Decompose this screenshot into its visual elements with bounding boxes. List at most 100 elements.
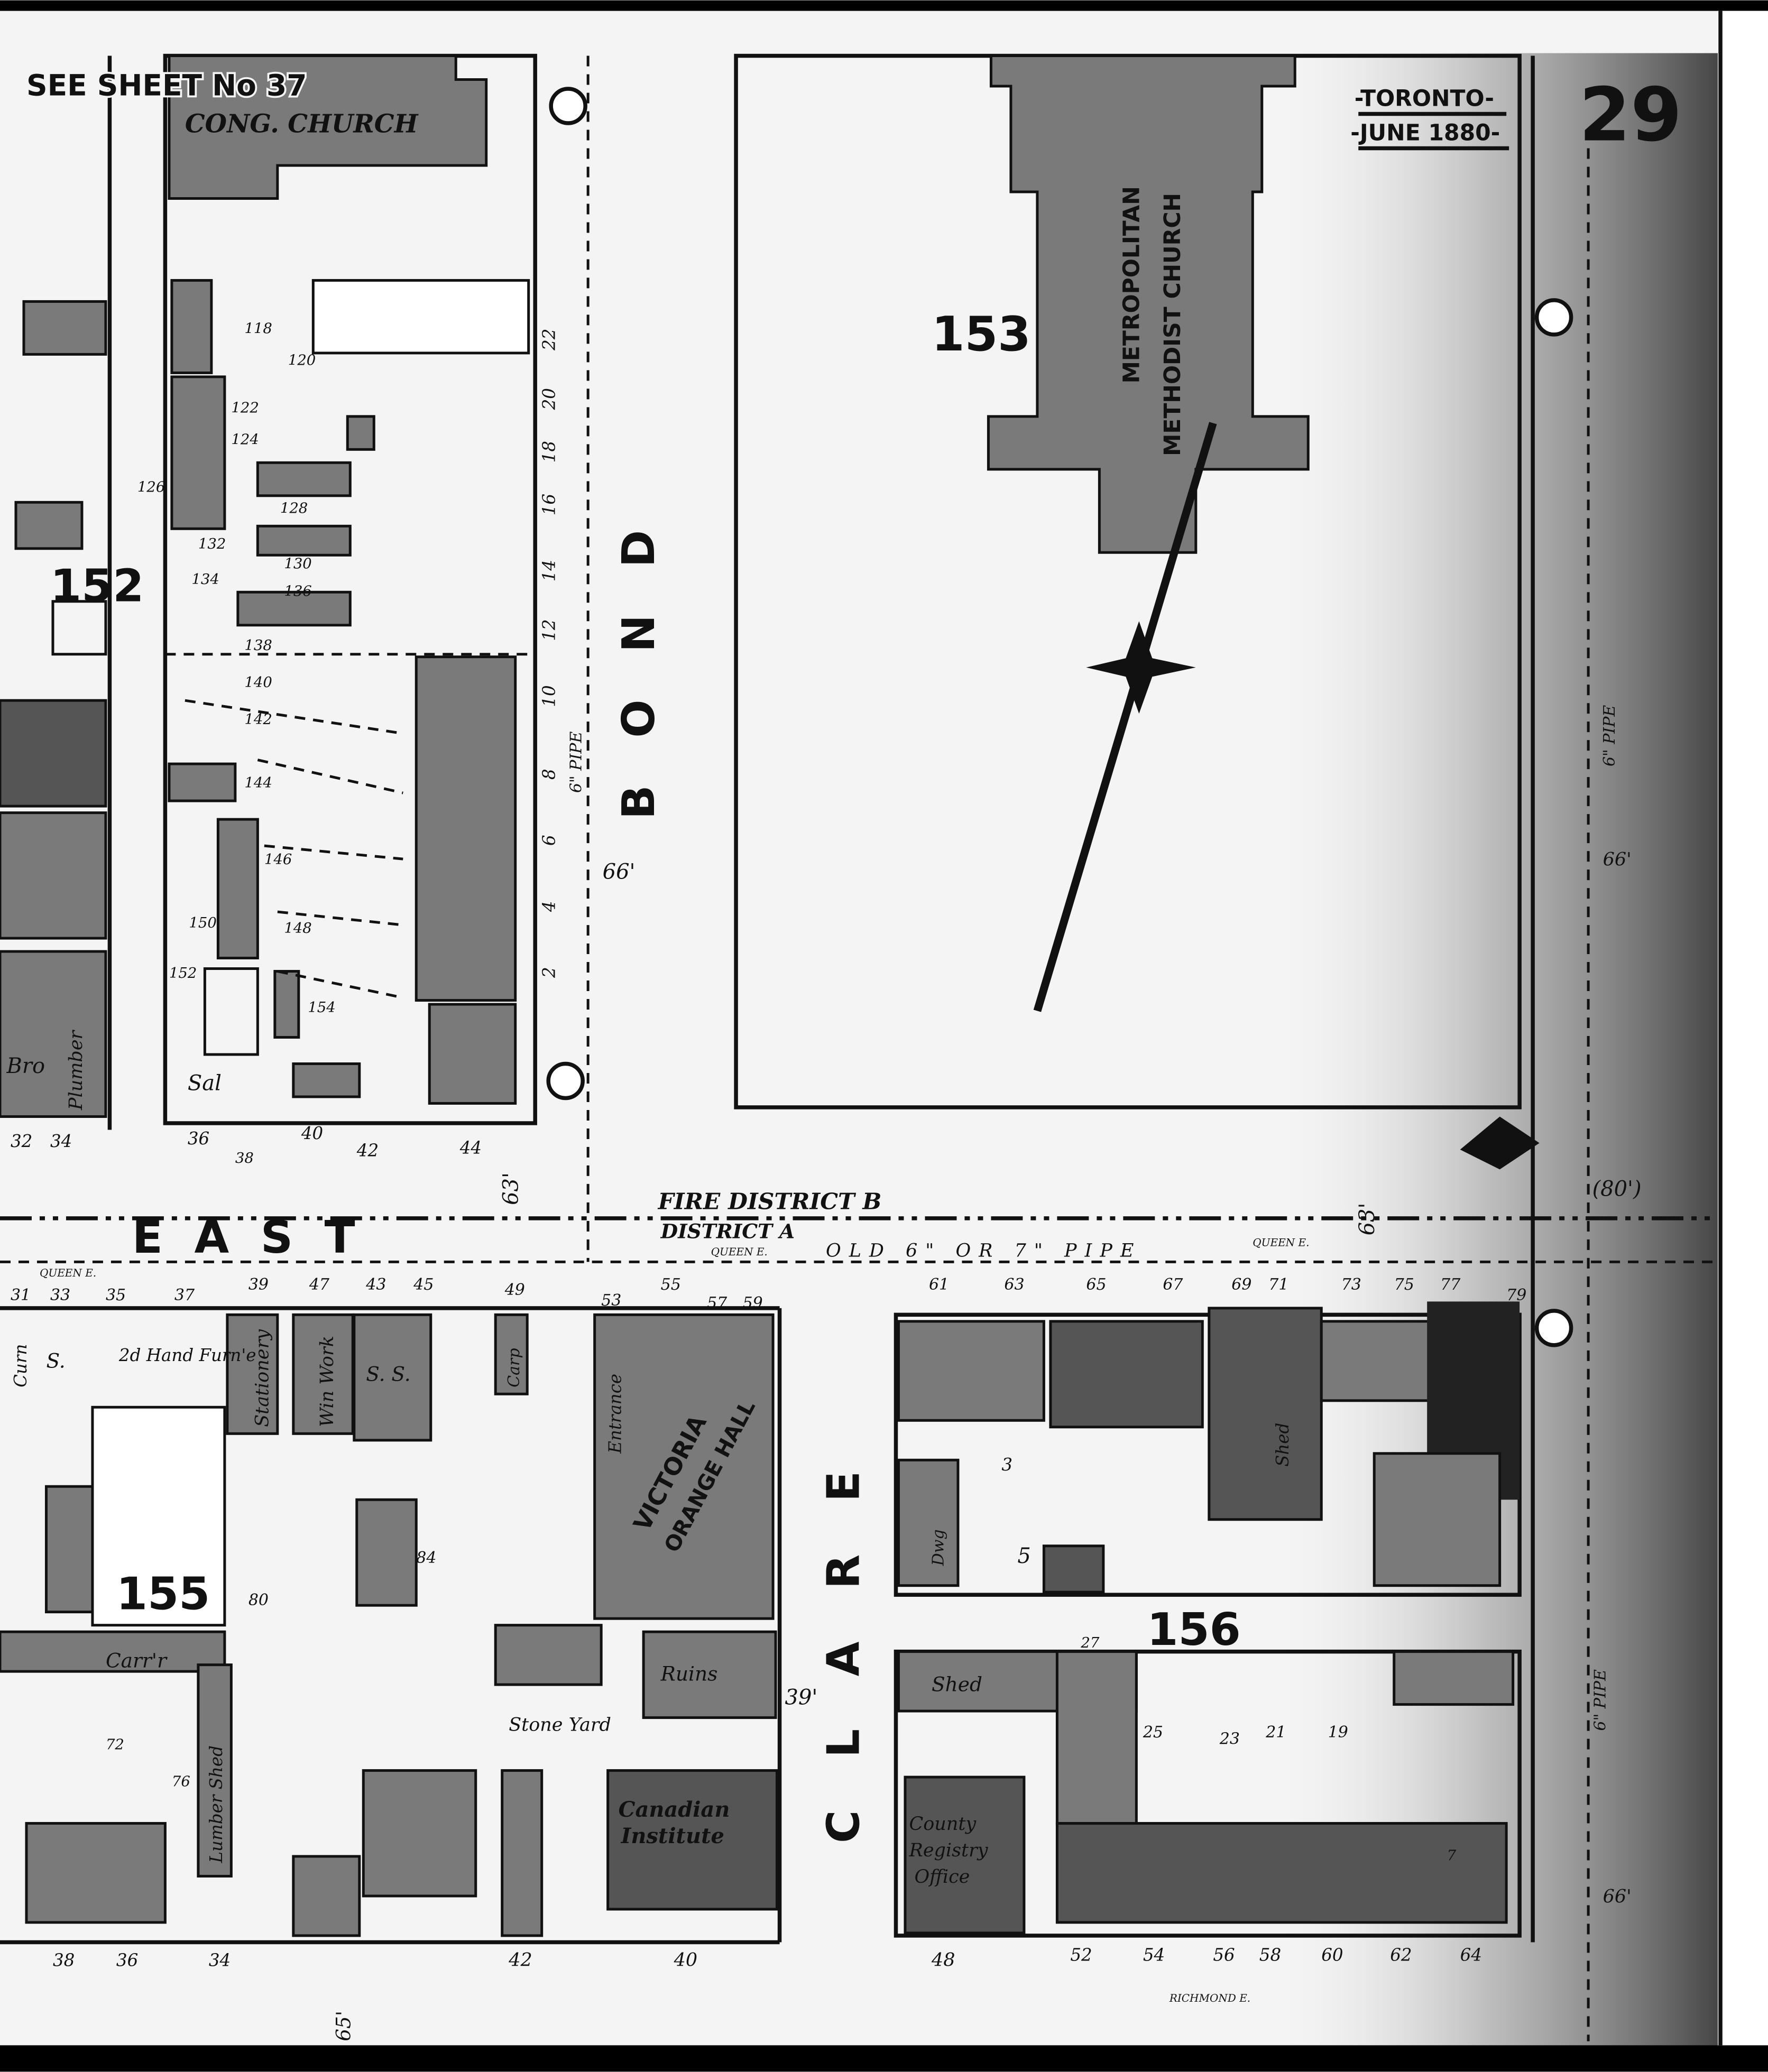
see-sheet-note[interactable]: SEE SHEET No 37 bbox=[24, 67, 309, 104]
addr-148: 148 bbox=[284, 920, 311, 937]
addr-150: 150 bbox=[189, 914, 216, 931]
svg-text:35: 35 bbox=[106, 1286, 126, 1305]
street-width-right: (80') bbox=[1592, 1177, 1642, 1201]
svg-text:60: 60 bbox=[1321, 1945, 1343, 1965]
block-number-153: 153 bbox=[932, 307, 1031, 362]
svg-text:65: 65 bbox=[1086, 1275, 1106, 1294]
methodist-church-footprint bbox=[987, 54, 1310, 554]
block-number-152: 152 bbox=[50, 560, 144, 613]
svg-text:71: 71 bbox=[1268, 1275, 1288, 1294]
svg-text:61: 61 bbox=[929, 1275, 949, 1294]
fire-district-b-label: FIRE DISTRICT B bbox=[658, 1188, 882, 1215]
svg-text:80: 80 bbox=[248, 1591, 269, 1610]
block-bond-west[interactable]: CONG. CHURCH Sal bbox=[163, 53, 537, 1125]
svg-text:64: 64 bbox=[1460, 1945, 1482, 1965]
cong-church-label: CONG. CHURCH bbox=[185, 109, 419, 139]
svg-text:27: 27 bbox=[1080, 1634, 1099, 1651]
svg-text:14: 14 bbox=[539, 560, 559, 581]
registry-label-3: Office bbox=[914, 1866, 970, 1888]
svg-text:37: 37 bbox=[174, 1286, 195, 1305]
addr-132: 132 bbox=[198, 535, 226, 552]
building-label-sal: Sal bbox=[188, 1071, 222, 1095]
addr-134: 134 bbox=[191, 571, 219, 588]
addr-118: 118 bbox=[244, 320, 272, 337]
block-153[interactable]: 153 METROPOLITAN METHODIST CHURCH bbox=[734, 53, 1522, 1109]
addr-138: 138 bbox=[244, 637, 272, 654]
addr-128: 128 bbox=[280, 500, 308, 516]
svg-text:4: 4 bbox=[539, 901, 559, 912]
svg-text:38: 38 bbox=[235, 1150, 254, 1167]
hydrant-icon bbox=[1534, 298, 1573, 337]
pipe-label-right-top: 6" PIPE bbox=[1600, 705, 1619, 767]
street-width-bond: 66' bbox=[603, 860, 636, 884]
svg-text:40: 40 bbox=[674, 1949, 697, 1971]
svg-text:36: 36 bbox=[116, 1950, 138, 1970]
addr-140: 140 bbox=[244, 674, 272, 691]
svg-text:47: 47 bbox=[309, 1275, 330, 1294]
pipe-label-queen: OLD 6" OR 7" PIPE bbox=[826, 1240, 1141, 1261]
street-label-queen-e: QUEEN E. bbox=[711, 1245, 768, 1258]
svg-text:21: 21 bbox=[1265, 1723, 1286, 1742]
svg-text:19: 19 bbox=[1328, 1723, 1348, 1742]
building-label-ruins: Ruins bbox=[660, 1662, 718, 1686]
svg-text:45: 45 bbox=[413, 1275, 434, 1294]
street-name-east: E A S T bbox=[132, 1211, 363, 1264]
building-label-lumber-shed: Lumber Shed bbox=[206, 1745, 226, 1863]
svg-text:62: 62 bbox=[1390, 1945, 1412, 1965]
sheet-number: 29 bbox=[1579, 72, 1682, 159]
addr-154: 154 bbox=[308, 999, 335, 1016]
svg-text:25: 25 bbox=[1143, 1723, 1163, 1742]
svg-text:42: 42 bbox=[356, 1140, 379, 1160]
svg-text:58: 58 bbox=[1259, 1945, 1281, 1965]
street-label-richmond-e: RICHMOND E. bbox=[1169, 1992, 1250, 2004]
svg-text:57: 57 bbox=[707, 1294, 728, 1312]
svg-text:55: 55 bbox=[661, 1275, 681, 1294]
svg-text:59: 59 bbox=[743, 1294, 763, 1312]
svg-text:10: 10 bbox=[539, 685, 559, 707]
building-label-shed-1: Shed bbox=[932, 1673, 982, 1696]
svg-text:53: 53 bbox=[601, 1291, 621, 1310]
street-width-right-66b: 66' bbox=[1603, 1886, 1632, 1908]
addr-126: 126 bbox=[137, 478, 165, 495]
building-label-entrance: Entrance bbox=[605, 1374, 625, 1454]
addr-124: 124 bbox=[231, 431, 259, 448]
svg-text:5: 5 bbox=[1017, 1544, 1030, 1568]
building-label-ss: S. S. bbox=[366, 1362, 410, 1385]
building-label-wine-work: Win Work bbox=[317, 1336, 338, 1427]
block-152[interactable]: 152 Bro Plumber bbox=[0, 56, 144, 1130]
svg-text:18: 18 bbox=[539, 441, 559, 462]
richmond-numbers: 38 36 34 42 40 48 52 54 56 58 60 62 64 bbox=[53, 1945, 1482, 1971]
block-156[interactable]: 156 Shed County Registry Office Dwg Shed bbox=[894, 1301, 1522, 1938]
hydrant-icon bbox=[549, 87, 587, 125]
building-label-stationery: Stationery bbox=[252, 1329, 273, 1427]
svg-text:42: 42 bbox=[508, 1949, 532, 1971]
svg-text:12: 12 bbox=[539, 619, 559, 641]
hydrant-icon bbox=[546, 1061, 585, 1100]
building-label-canadian-institute-1: Canadian bbox=[619, 1797, 730, 1822]
svg-text:34: 34 bbox=[209, 1950, 231, 1970]
svg-text:79: 79 bbox=[1506, 1286, 1526, 1305]
block-155[interactable]: 155 2d Hand Furn'e Stationery Win Work S… bbox=[0, 1308, 782, 1945]
building-label-bro: Bro bbox=[6, 1054, 45, 1078]
building-label-plumber: Plumber bbox=[66, 1029, 87, 1110]
svg-text:16: 16 bbox=[539, 494, 559, 515]
svg-text:40: 40 bbox=[301, 1123, 323, 1143]
addr-142: 142 bbox=[244, 711, 272, 728]
queen-north-numbers: 32 34 36 38 40 42 44 bbox=[11, 1123, 482, 1167]
right-margin bbox=[1718, 11, 1768, 2046]
svg-text:72: 72 bbox=[106, 1736, 124, 1753]
street-name-clare: C L A R E bbox=[818, 1453, 870, 1843]
svg-text:63: 63 bbox=[1004, 1275, 1024, 1294]
svg-text:84: 84 bbox=[416, 1549, 436, 1567]
svg-text:77: 77 bbox=[1440, 1275, 1461, 1294]
street-label-queen-e: QUEEN E. bbox=[1253, 1236, 1309, 1248]
pipe-label-bond: 6" PIPE bbox=[567, 732, 586, 793]
svg-text:43: 43 bbox=[365, 1275, 386, 1294]
street-width-bottom: 65' bbox=[332, 2011, 355, 2041]
addr-152: 152 bbox=[169, 965, 197, 982]
addr-122: 122 bbox=[231, 399, 259, 416]
addr-130: 130 bbox=[284, 555, 311, 572]
street-name-bond: B O N D bbox=[613, 514, 665, 819]
svg-text:73: 73 bbox=[1341, 1275, 1361, 1294]
